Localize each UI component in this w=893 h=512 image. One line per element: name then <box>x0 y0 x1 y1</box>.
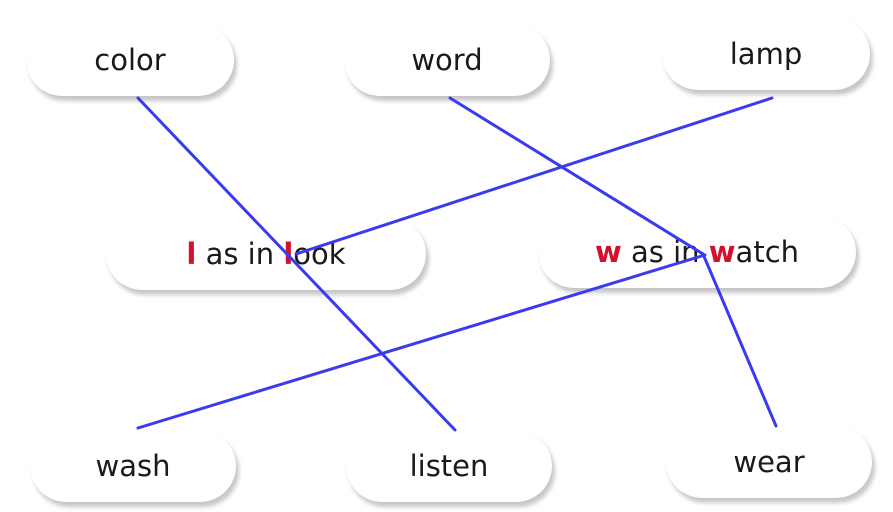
sound-connector: as in <box>196 237 284 271</box>
sound-connector: as in <box>621 235 709 269</box>
sound-letter: l <box>186 237 197 271</box>
word-card-wear[interactable]: wear <box>666 426 872 498</box>
key-word-letter: l <box>283 237 294 271</box>
word-card-color[interactable]: color <box>26 24 234 96</box>
word-card-listen[interactable]: listen <box>346 430 552 502</box>
word-label: listen <box>409 449 489 483</box>
sound-letter: w <box>594 235 622 269</box>
word-card-lamp[interactable]: lamp <box>662 18 870 90</box>
key-word-letter: w <box>708 235 736 269</box>
word-label: lamp <box>729 37 803 71</box>
word-label: wash <box>95 449 171 483</box>
key-word-rest: ook <box>293 237 346 271</box>
word-label: color <box>94 43 166 77</box>
key-word-rest: atch <box>735 235 800 269</box>
word-card-wash[interactable]: wash <box>30 430 236 502</box>
word-label: word <box>411 43 483 77</box>
word-card-word[interactable]: word <box>344 24 550 96</box>
word-label: wear <box>733 445 805 479</box>
